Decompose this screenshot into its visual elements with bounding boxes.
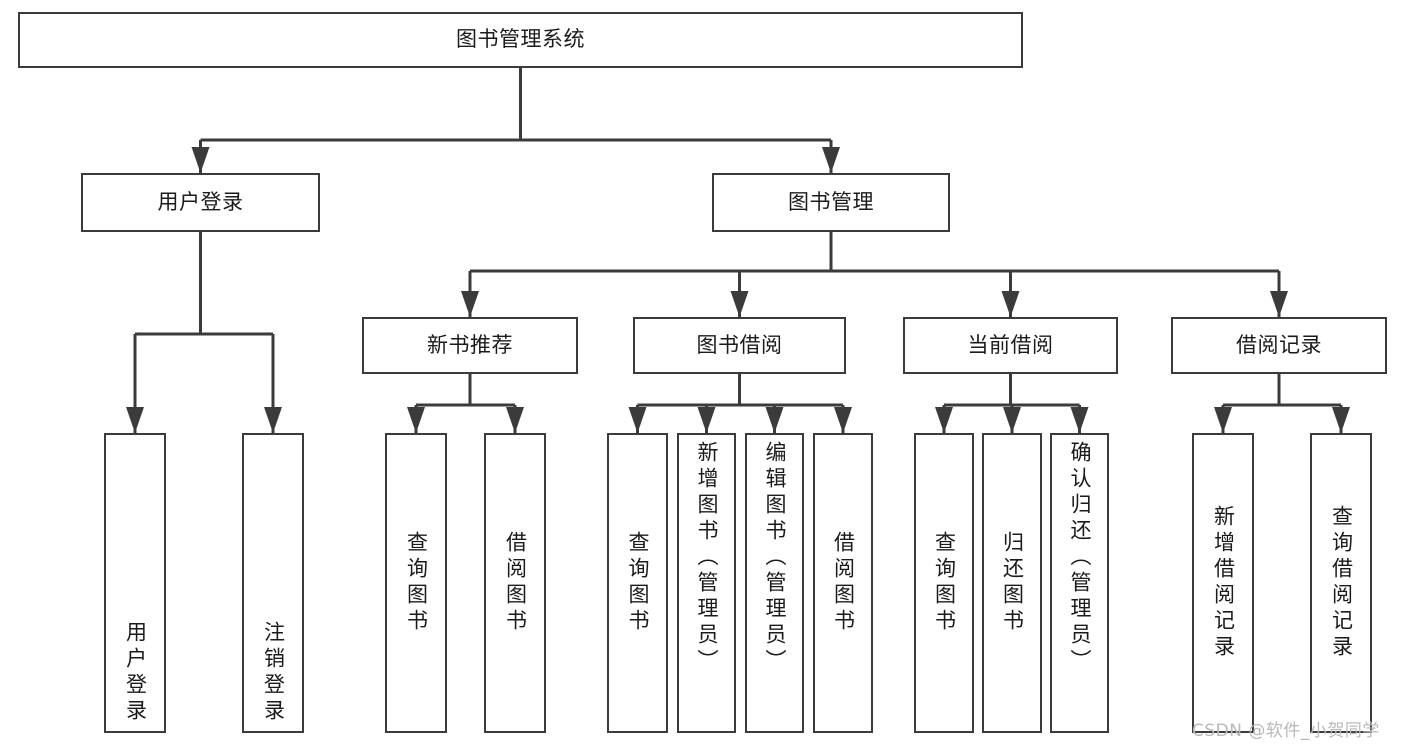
node-new-book-rec[interactable]: 新书推荐 xyxy=(362,317,578,374)
arrowhead-icon xyxy=(765,407,784,433)
node-leaf-query-book-current[interactable]: 查询图书 xyxy=(914,433,974,733)
arrowhead-icon xyxy=(1070,407,1089,433)
node-leaf-query-record[interactable]: 查询借阅记录 xyxy=(1310,433,1372,733)
node-leaf-borrow-book[interactable]: 借阅图书 xyxy=(813,433,873,733)
node-label: 查询图书 xyxy=(932,531,957,635)
arrowhead-icon xyxy=(264,407,282,433)
arrowhead-icon xyxy=(461,291,479,317)
node-label: 用户登录 xyxy=(157,189,244,214)
node-label: 新增借阅记录 xyxy=(1211,505,1236,661)
arrowhead-icon xyxy=(935,407,953,433)
arrowhead-icon xyxy=(834,407,852,433)
node-label: 新书推荐 xyxy=(427,332,513,357)
node-book-borrow[interactable]: 图书借阅 xyxy=(633,317,846,374)
node-leaf-edit-book[interactable]: 编辑图书（管理员） xyxy=(745,433,804,733)
node-label: 归还图书 xyxy=(1000,531,1025,635)
arrowhead-icon xyxy=(1003,407,1021,433)
node-leaf-query-book-borrow[interactable]: 查询图书 xyxy=(607,433,668,733)
node-label: 图书管理 xyxy=(788,189,874,214)
node-label: 新增图书（管理员） xyxy=(695,441,719,675)
node-borrow-record[interactable]: 借阅记录 xyxy=(1171,317,1387,374)
node-label: 图书借阅 xyxy=(696,332,783,357)
node-user-login[interactable]: 用户登录 xyxy=(81,173,320,232)
node-label: 图书管理系统 xyxy=(456,27,585,52)
arrowhead-icon xyxy=(628,407,647,433)
node-label: 编辑图书（管理员） xyxy=(763,441,787,675)
node-leaf-confirm-return[interactable]: 确认归还（管理员） xyxy=(1050,433,1109,733)
node-label: 确认归还（管理员） xyxy=(1068,441,1092,675)
arrowhead-icon xyxy=(126,407,144,433)
node-label: 查询图书 xyxy=(404,531,429,635)
arrowhead-icon xyxy=(822,147,840,173)
node-label: 查询借阅记录 xyxy=(1329,505,1354,661)
arrowhead-icon xyxy=(407,407,425,433)
arrowhead-icon xyxy=(1001,291,1020,317)
node-label: 用户登录 xyxy=(123,621,148,725)
arrowhead-icon xyxy=(730,291,749,317)
node-current-borrow[interactable]: 当前借阅 xyxy=(903,317,1118,374)
node-leaf-query-book-rec[interactable]: 查询图书 xyxy=(385,433,447,733)
arrowhead-icon xyxy=(1332,407,1350,433)
arrowhead-icon xyxy=(506,407,524,433)
node-label: 借阅图书 xyxy=(503,531,528,635)
node-label: 注销登录 xyxy=(261,621,286,725)
watermark-label: CSDN @软件_小贺同学 xyxy=(1192,721,1380,741)
node-leaf-logout[interactable]: 注销登录 xyxy=(242,433,304,733)
node-label: 借阅记录 xyxy=(1236,332,1322,357)
node-leaf-return-book[interactable]: 归还图书 xyxy=(982,433,1042,733)
arrowhead-icon xyxy=(1214,407,1232,433)
node-leaf-add-book[interactable]: 新增图书（管理员） xyxy=(677,433,736,733)
arrowhead-icon xyxy=(697,407,716,433)
node-leaf-borrow-book-rec[interactable]: 借阅图书 xyxy=(484,433,546,733)
node-book-manage[interactable]: 图书管理 xyxy=(712,173,950,232)
node-leaf-add-record[interactable]: 新增借阅记录 xyxy=(1192,433,1254,733)
node-root[interactable]: 图书管理系统 xyxy=(18,12,1023,68)
arrowhead-icon xyxy=(191,147,210,173)
node-leaf-user-login[interactable]: 用户登录 xyxy=(104,433,166,733)
arrowhead-icon xyxy=(1270,291,1288,317)
node-label: 当前借阅 xyxy=(967,332,1054,357)
node-label: 借阅图书 xyxy=(831,531,856,635)
node-label: 查询图书 xyxy=(626,531,650,635)
